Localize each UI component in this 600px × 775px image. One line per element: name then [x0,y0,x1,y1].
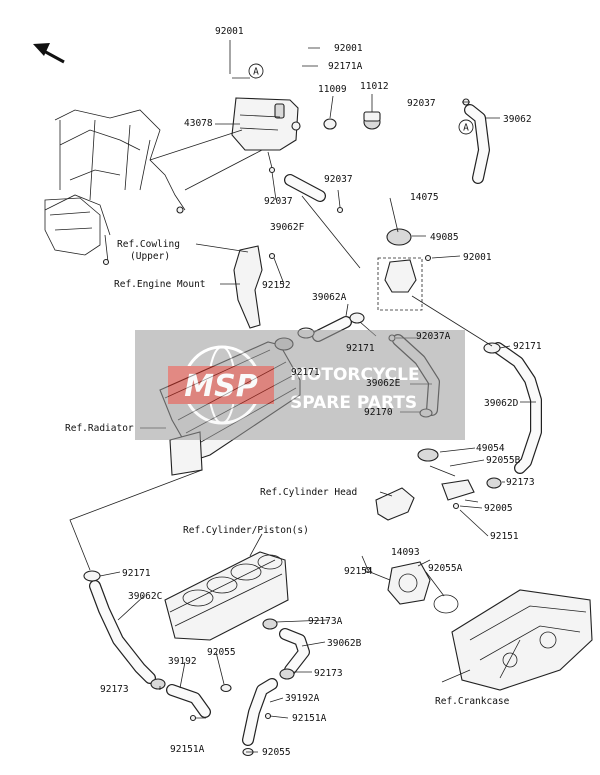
watermark-line1: MOTORCYCLE [290,365,420,385]
label-92037-r: 92037 [407,98,436,109]
label-39192: 39192 [168,656,197,667]
cylinder-block [164,551,289,641]
label-92171-b: 92171 [291,367,320,378]
label-49054: 49054 [476,443,505,454]
filler-neck [377,228,432,311]
label-92001-c: 92001 [463,252,492,263]
label-92171-d: 92171 [122,568,151,579]
hose-39062C [83,570,166,690]
label-39062D: 39062D [484,398,519,409]
watermark-logo: MSP [184,369,257,404]
label-92170: 92170 [364,407,393,418]
label-39062C: 39062C [128,591,162,602]
hose-39062D [411,295,542,489]
label-43078: 43078 [184,118,213,129]
label-92173-c: 92173 [100,684,129,695]
frame-cowling-bracket [44,109,186,266]
label-92171A-top: 92171A [328,61,363,72]
label-39062B: 39062B [327,638,362,649]
label-92001-b: 92001 [334,43,363,54]
label-92152: 92152 [262,280,291,291]
label-92005: 92005 [484,503,513,514]
label-ref-radiator: Ref.Radiator [65,423,134,434]
label-ref-cowling-1: Ref.Cowling [117,239,180,250]
label-92173A: 92173A [308,616,343,627]
water-pump [364,561,459,614]
callout-a-top: A [248,63,264,79]
label-92055-b: 92055 [262,747,291,758]
reserve-tank [149,97,301,191]
engine-mount [233,245,276,329]
label-ref-cylinder-head: Ref.Cylinder Head [260,487,357,498]
svg-text:A: A [463,123,469,134]
label-49085: 49085 [430,232,459,243]
label-ref-cowling-2: (Upper) [130,251,170,262]
cylinder-head-ref [375,487,415,521]
hose-39062 [462,98,490,184]
label-92151A-b: 92151A [170,744,205,755]
pipe-39192A [242,678,278,757]
hose-39062F [267,151,361,269]
label-14093: 14093 [391,547,420,558]
watermark-line2: SPARE PARTS [290,393,417,413]
cap-and-gasket [323,111,381,130]
watermark: MSP MOTORCYCLE SPARE PARTS [135,330,465,440]
label-ref-engine-mount: Ref.Engine Mount [114,279,206,290]
label-ref-crankcase: Ref.Crankcase [435,696,510,707]
label-39062A: 39062A [312,292,347,303]
label-92037-m1: 92037 [264,196,293,207]
label-39062: 39062 [503,114,532,125]
label-92171-a: 92171 [346,343,375,354]
part-labels: 92001 92001 92171A 11009 11012 92037 390… [65,26,542,758]
pipe-39192 [166,683,232,722]
crankcase [451,589,593,691]
thermostat [417,448,479,510]
callout-a-right: A [458,119,474,135]
label-92171-c: 92171 [513,341,542,352]
label-92154: 92154 [344,566,373,577]
label-11009: 11009 [318,84,347,95]
label-92173-b: 92173 [314,668,343,679]
label-92173-a: 92173 [506,477,535,488]
label-14075: 14075 [410,192,439,203]
label-92001-top: 92001 [215,26,244,37]
label-92151: 92151 [490,531,519,542]
label-92037-m2: 92037 [324,174,353,185]
label-39192A: 39192A [285,693,320,704]
label-92055-a: 92055 [207,647,236,658]
direction-arrow-icon [33,43,65,64]
label-92055B: 92055B [486,455,521,466]
label-39062E: 39062E [366,378,401,389]
label-ref-cylinder-piston: Ref.Cylinder/Piston(s) [183,525,309,536]
label-11012: 11012 [360,81,389,92]
svg-text:A: A [253,67,259,78]
label-92055A: 92055A [428,563,463,574]
label-92037A: 92037A [416,331,451,342]
label-92151A-a: 92151A [292,713,327,724]
label-39062F: 39062F [270,222,305,233]
